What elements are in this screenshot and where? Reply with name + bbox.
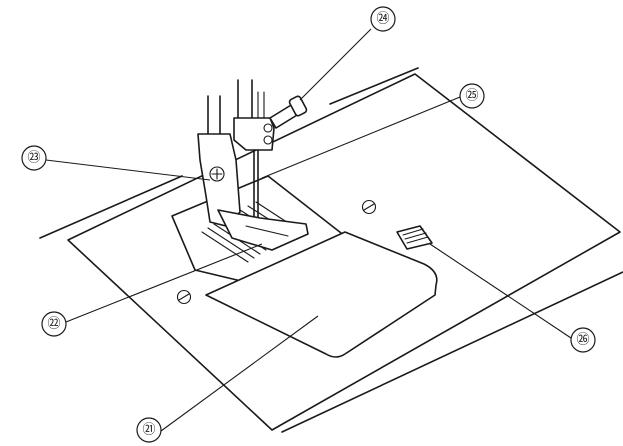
- callout-25: ㉕: [459, 83, 485, 109]
- svg-text:㉔: ㉔: [376, 12, 389, 27]
- presser-foot-screw-icon: [209, 166, 225, 182]
- svg-text:㉒: ㉒: [47, 317, 60, 332]
- svg-text:㉕: ㉕: [465, 89, 478, 104]
- hook-cover-plate: [205, 231, 438, 358]
- callout-24: ㉔: [370, 6, 396, 32]
- svg-text:㉓: ㉓: [27, 151, 40, 166]
- needle-clamp-screw: [269, 95, 308, 129]
- callout-22: ㉒: [41, 311, 67, 337]
- needle-clamp: [233, 79, 275, 151]
- machine-bed: [39, 67, 623, 433]
- presser-foot: [197, 95, 309, 251]
- screw-upper-icon: [361, 199, 377, 215]
- svg-text:㉖: ㉖: [576, 333, 589, 348]
- hook-cover-release-button: [396, 225, 433, 250]
- screw-lower-icon: [176, 289, 192, 305]
- leader-lines: [45, 28, 572, 432]
- callout-23: ㉓: [21, 145, 47, 171]
- callout-26: ㉖: [570, 327, 596, 353]
- svg-text:㉑: ㉑: [142, 423, 155, 438]
- callout-21: ㉑: [136, 417, 162, 443]
